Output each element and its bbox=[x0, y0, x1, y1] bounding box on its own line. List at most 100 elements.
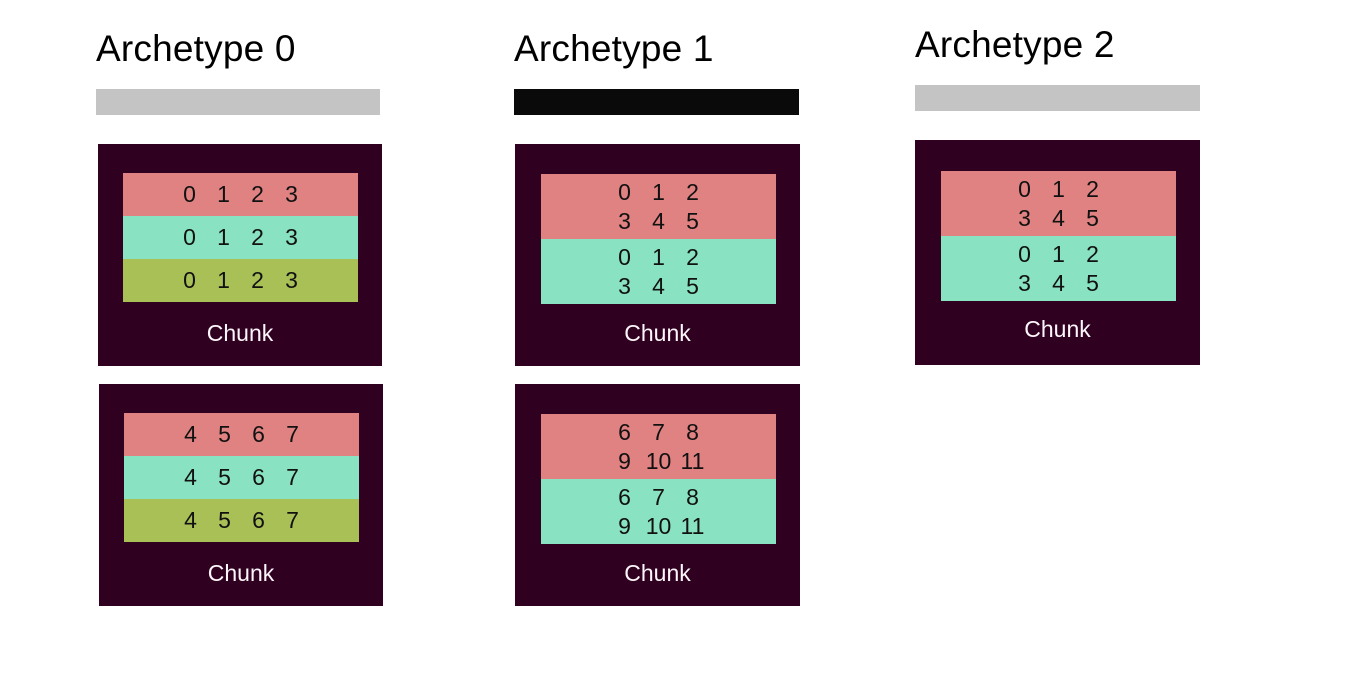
number-cell: 8 bbox=[686, 419, 699, 446]
number-cell: 1 bbox=[652, 244, 665, 271]
chunk-label: Chunk bbox=[206, 320, 274, 346]
number-cell: 3 bbox=[618, 207, 631, 234]
number-cell: 5 bbox=[686, 207, 699, 234]
chunk-label: Chunk bbox=[624, 320, 691, 346]
archetype-header-bar bbox=[514, 89, 799, 115]
number-cell: 1 bbox=[217, 267, 230, 294]
number-cell: 4 bbox=[184, 507, 197, 534]
archetype-column: Archetype 1 bbox=[514, 0, 799, 115]
number-cell: 6 bbox=[252, 464, 265, 491]
archetype-column: Archetype 2 bbox=[915, 0, 1200, 111]
number-cell: 1 bbox=[1052, 176, 1065, 203]
number-cell: 3 bbox=[285, 224, 298, 251]
archetype-title: Archetype 2 bbox=[915, 24, 1115, 65]
number-cell: 1 bbox=[1052, 241, 1065, 268]
archetype-header-bar bbox=[915, 85, 1200, 111]
number-cell: 5 bbox=[218, 421, 231, 448]
number-cell: 4 bbox=[652, 207, 665, 234]
number-cell: 7 bbox=[286, 421, 299, 448]
number-cell: 2 bbox=[1086, 176, 1099, 203]
number-cell: 1 bbox=[652, 179, 665, 206]
archetype-column: Archetype 0 bbox=[96, 0, 380, 115]
number-cell: 1 bbox=[217, 181, 230, 208]
number-cell: 0 bbox=[618, 179, 631, 206]
number-cell: 0 bbox=[1018, 241, 1031, 268]
number-cell: 11 bbox=[680, 447, 705, 474]
number-cell: 7 bbox=[652, 419, 665, 446]
number-cell: 7 bbox=[286, 507, 299, 534]
number-cell: 9 bbox=[618, 447, 631, 474]
chunk-label: Chunk bbox=[624, 560, 691, 586]
number-cell: 6 bbox=[618, 484, 631, 511]
number-cell: 6 bbox=[252, 507, 265, 534]
number-line: 9 10 11 bbox=[608, 447, 710, 475]
number-cell: 3 bbox=[1018, 204, 1031, 231]
number-cell: 5 bbox=[686, 272, 699, 299]
number-cell: 0 bbox=[618, 244, 631, 271]
number-cell: 3 bbox=[285, 267, 298, 294]
number-cell: 5 bbox=[218, 507, 231, 534]
number-cell: 10 bbox=[645, 447, 672, 474]
number-cell: 5 bbox=[218, 464, 231, 491]
number-cell: 5 bbox=[1086, 269, 1099, 296]
number-cell: 0 bbox=[1018, 176, 1031, 203]
number-cell: 4 bbox=[1052, 204, 1065, 231]
number-cell: 3 bbox=[285, 181, 298, 208]
number-cell: 3 bbox=[1018, 269, 1031, 296]
number-cell: 6 bbox=[618, 419, 631, 446]
number-cell: 0 bbox=[183, 181, 196, 208]
number-line: 9 10 11 bbox=[608, 512, 710, 540]
number-cell: 9 bbox=[618, 512, 631, 539]
number-cell: 4 bbox=[184, 421, 197, 448]
number-cell: 6 bbox=[252, 421, 265, 448]
archetype-title: Archetype 1 bbox=[514, 28, 714, 69]
number-cell: 4 bbox=[652, 272, 665, 299]
number-cell: 10 bbox=[645, 512, 672, 539]
number-cell: 5 bbox=[1086, 204, 1099, 231]
number-cell: 11 bbox=[680, 512, 705, 539]
number-cell: 4 bbox=[184, 464, 197, 491]
number-cell: 2 bbox=[686, 179, 699, 206]
number-cell: 3 bbox=[618, 272, 631, 299]
number-cell: 2 bbox=[1086, 241, 1099, 268]
archetype-header-bar bbox=[96, 89, 380, 115]
archetype-title: Archetype 0 bbox=[96, 28, 296, 69]
chunk-label: Chunk bbox=[207, 560, 275, 586]
number-cell: 8 bbox=[686, 484, 699, 511]
number-cell: 2 bbox=[686, 244, 699, 271]
number-cell: 1 bbox=[217, 224, 230, 251]
number-cell: 0 bbox=[183, 224, 196, 251]
